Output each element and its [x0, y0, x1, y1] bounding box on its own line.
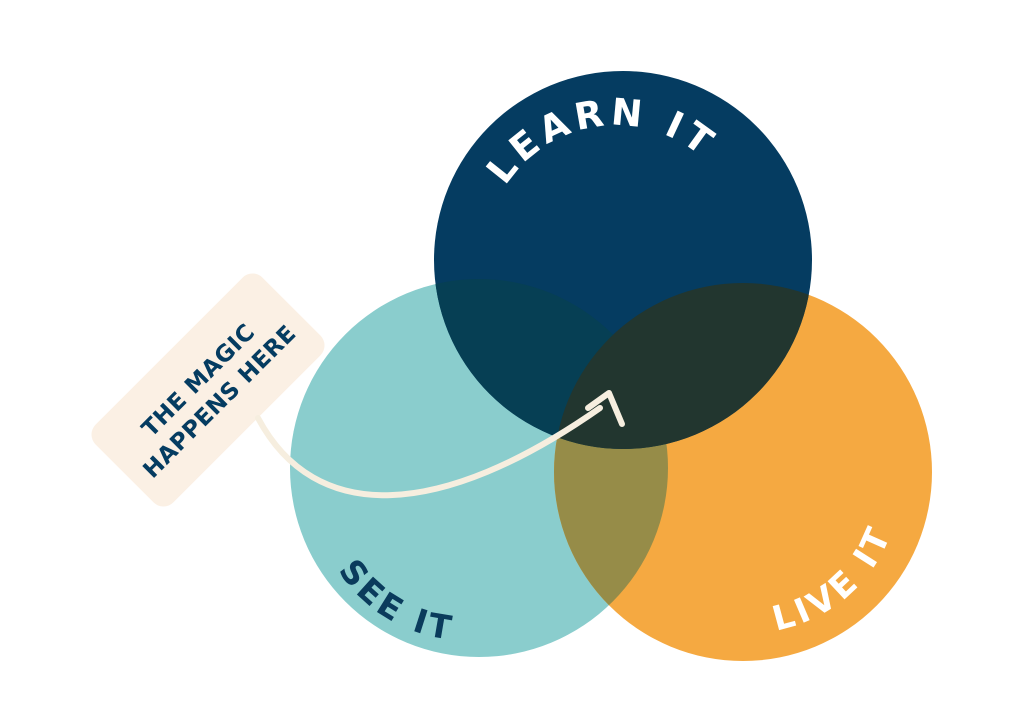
learn-see-overlap-group: [434, 279, 668, 449]
learn-live-overlap-group: [554, 283, 812, 449]
callout-background: [91, 273, 325, 507]
learn-see-overlap: [434, 279, 668, 449]
learn-live-overlap: [554, 283, 812, 449]
callout-arrow-head-icon: [585, 390, 625, 427]
callout-arrow-line: [255, 405, 603, 499]
